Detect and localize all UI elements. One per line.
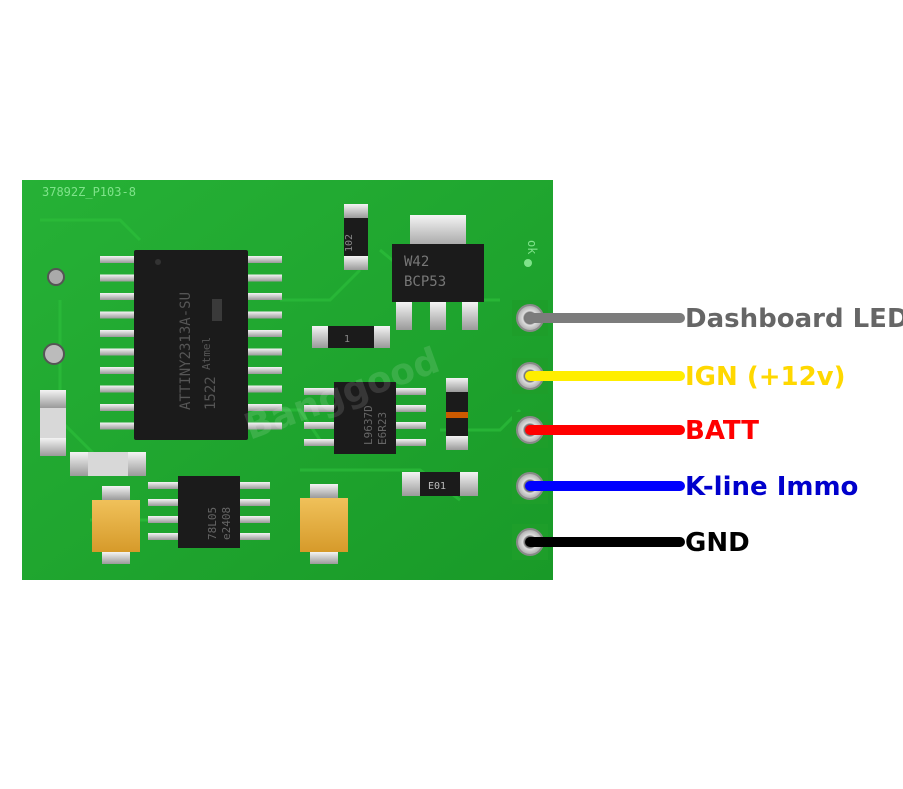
resistor: 1 (312, 326, 390, 348)
chip-pin (148, 499, 178, 506)
chip-pin (100, 422, 134, 430)
chip-pin (100, 348, 134, 356)
chip-pin (100, 311, 134, 319)
mcu-brand: Atmel (200, 337, 213, 370)
chip-pin (396, 405, 426, 412)
chip-pin (304, 439, 334, 446)
resistor: 102 (344, 204, 368, 270)
chip-pin (396, 422, 426, 429)
ldo-part: 78L05 (206, 507, 219, 540)
chip-pin (240, 499, 270, 506)
resistor-code: E01 (428, 481, 446, 492)
driver-code: E6R23 (376, 412, 389, 445)
mcu-date-code: 1522 (203, 376, 219, 410)
chip-pin (100, 293, 134, 300)
mcu-part-label: ATTINY2313A-SU (178, 292, 194, 410)
chip-pin (100, 367, 134, 374)
via (524, 259, 532, 267)
regulator-transistor: W42 BCP53 (392, 215, 484, 330)
driver-part: L9637D (362, 405, 375, 445)
chip-pin (100, 256, 134, 263)
resistor-code: 1 (344, 334, 350, 345)
pin-label: IGN (+12v) (685, 362, 846, 392)
pin-label: BATT (685, 416, 759, 446)
chip-pin (248, 367, 282, 374)
chip-pin (248, 422, 282, 430)
chip-pin (248, 385, 282, 393)
tantalum-capacitor (300, 484, 348, 564)
pcb-corner-text: ok (525, 240, 539, 255)
chip-pin (240, 516, 270, 523)
chip-pin (304, 388, 334, 395)
chip-pin (248, 348, 282, 356)
regulator-part: BCP53 (404, 274, 446, 290)
chip-pin (248, 311, 282, 319)
chip-pin (248, 330, 282, 337)
chip-pin (248, 256, 282, 263)
mounting-hole (47, 268, 65, 286)
diode (446, 378, 468, 450)
mcu-chip: Atmel ATTINY2313A-SU 1522 (100, 250, 282, 440)
pin-label: K-line Immo (685, 472, 858, 502)
chip-pin (100, 385, 134, 393)
chip-pin (100, 404, 134, 411)
chip-pin (304, 405, 334, 412)
chip-pin (248, 274, 282, 282)
kline-driver-chip: L9637D E6R23 (304, 382, 426, 454)
chip-pin (248, 404, 282, 411)
mounting-hole (43, 343, 65, 365)
chip-pin (304, 422, 334, 429)
chip-pin (240, 482, 270, 489)
ldo-code: e2408 (220, 507, 233, 540)
resistor: E01 (402, 472, 478, 496)
resistor-code: 102 (344, 234, 355, 252)
chip-pin (100, 330, 134, 337)
chip-pin (148, 516, 178, 523)
regulator-code: W42 (404, 254, 429, 270)
chip-pin (240, 533, 270, 540)
capacitor (40, 390, 66, 456)
chip-pin (248, 293, 282, 300)
chip-pin (396, 388, 426, 395)
capacitor (70, 452, 146, 476)
tantalum-capacitor (92, 486, 140, 564)
chip-pin (396, 439, 426, 446)
chip-pin (148, 482, 178, 489)
pin-label: GND (685, 528, 750, 558)
chip-pin (148, 533, 178, 540)
pin-label: Dashboard LED (685, 304, 903, 334)
chip-pin (100, 274, 134, 282)
pcb-part-number: 37892Z_P103-8 (42, 185, 136, 199)
voltage-regulator-chip: 78L05 e2408 (148, 476, 270, 548)
